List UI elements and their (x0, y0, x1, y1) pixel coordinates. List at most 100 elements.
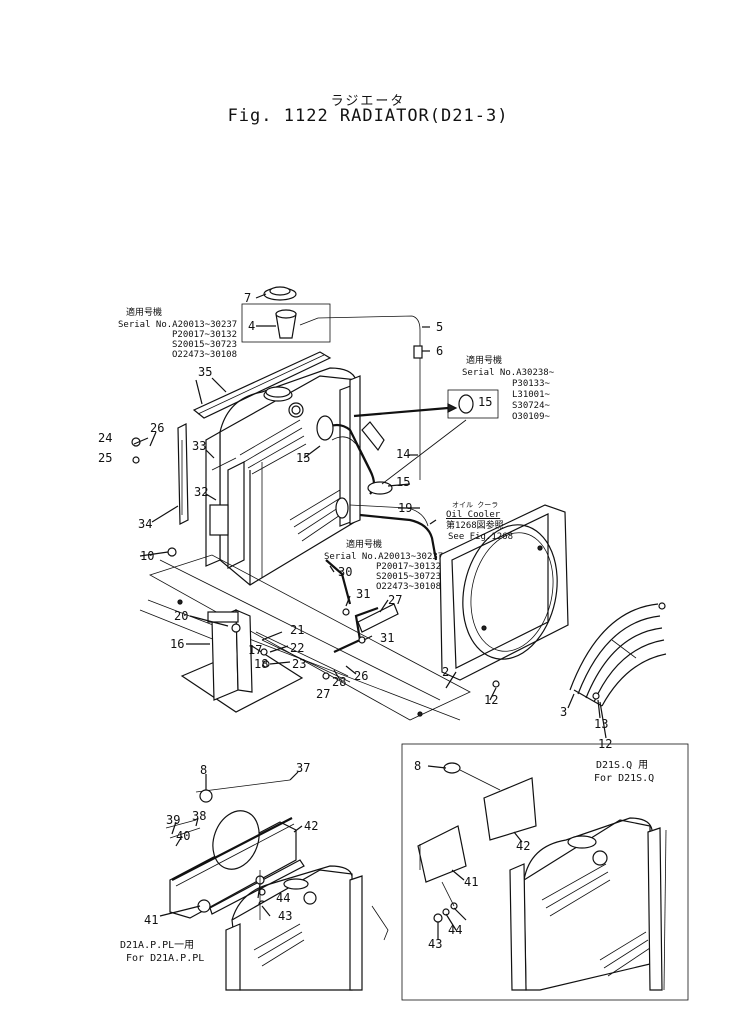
oil-cooler-label: Oil Cooler (446, 510, 501, 520)
fan-shroud (439, 504, 569, 681)
bolt-9 (492, 680, 500, 688)
serial-block-b-line-4: S30724~ (512, 401, 550, 411)
part-number-callout: 38 (192, 809, 207, 823)
inset-right-caption-2: For D21S.Q (594, 773, 655, 784)
fan-guard (569, 602, 667, 707)
oil-cooler-ref-jp: 第1268図参照 (446, 521, 504, 531)
part-number-callout: 18 (254, 657, 269, 671)
part-number-callout: 34 (138, 517, 153, 531)
part-number-callout: 26 (354, 669, 369, 683)
bolt-13 (592, 692, 600, 700)
inset-right-caption-1: D21S.Q 用 (596, 760, 649, 771)
inset-right-illustration (417, 762, 667, 991)
part-number-callout: 20 (174, 609, 189, 623)
serial-block-c-line-4: O22473~30108 (376, 582, 442, 592)
part-number-callout: 7 (244, 291, 252, 305)
part-number-callout: 19 (398, 501, 413, 515)
part-number-callout: 12 (598, 737, 613, 751)
part-number-callout: 41 (144, 913, 159, 927)
part-number-callout: 28 (332, 675, 347, 689)
page-title: Fig. 1122 RADIATOR(D21-3) (227, 106, 509, 126)
part-number-callout: 15 (296, 451, 311, 465)
serial-block-c-line-3: S20015~30723 (376, 572, 442, 582)
part-number-callout: 43 (278, 909, 293, 923)
part-number-callout: 32 (194, 485, 209, 499)
washer-17 (260, 648, 268, 656)
part-number-callout: 42 (516, 839, 531, 853)
inset-leader-lines (159, 765, 523, 940)
part-number-callout: 15 (478, 395, 493, 409)
nut-20 (231, 623, 241, 633)
part-number-callout: 33 (192, 439, 207, 453)
serial-block-a-line-3: S20015~30723 (172, 340, 238, 350)
washer-24 (132, 456, 140, 464)
serial-block-a-line-4: O22473~30108 (172, 350, 238, 360)
inset-left-illustration (165, 779, 389, 991)
part-number-callout: 3 (560, 705, 568, 719)
part-number-callout: 10 (140, 549, 155, 563)
part-number-callout: 8 (414, 759, 422, 773)
inset-left-caption-1: D21A.P.PL一用 (120, 940, 195, 951)
leader-lines (133, 293, 607, 739)
serial-block-a-heading: 適用号機 (126, 308, 163, 318)
serial-block-c-line-2: P20017~30132 (376, 562, 442, 572)
radiator-cap (263, 286, 297, 301)
filler-neck (275, 309, 297, 339)
part-number-callout: 6 (436, 344, 444, 358)
serial-block-a-line-1: Serial No.A20013~30237 (118, 320, 238, 330)
part-number-callout: 13 (594, 717, 609, 731)
part-number-callout: 23 (292, 657, 307, 671)
inset-right-border (401, 743, 689, 1001)
part-number-callout: 31 (380, 631, 395, 645)
part-number-callout: 17 (248, 643, 263, 657)
part-number-callout: 39 (166, 813, 181, 827)
part-number-callout: 16 (170, 637, 185, 651)
inset-left-caption-2: For D21A.P.PL (126, 953, 205, 964)
oil-cooler-jp-small: オイル クーラ (452, 501, 499, 509)
part-number-callout: 12 (484, 693, 499, 707)
part-number-callout: 44 (448, 923, 463, 937)
radiator-left-frame (205, 430, 245, 569)
mounting-bracket (180, 609, 304, 713)
part-number-callout: 31 (356, 587, 371, 601)
serial-block-c-line-1: Serial No.A20013~30237 (324, 552, 444, 562)
part-number-callout: 43 (428, 937, 443, 951)
title-japanese: ラジエータ (330, 94, 406, 109)
part-number-callout: 15 (396, 475, 411, 489)
serial-block-b-line-2: P30133~ (512, 379, 550, 389)
serial-block-b-line-1: Serial No.A30238~ (462, 368, 555, 378)
serial-block-b-line-3: L31001~ (512, 390, 550, 400)
radiator-right-frame (339, 375, 361, 527)
part-number-callout: 41 (464, 875, 479, 889)
part-number-callout: 35 (198, 365, 213, 379)
part-number-callout: 24 (98, 431, 113, 445)
part-number-callout: 30 (338, 565, 353, 579)
oil-cooler-ref-en: See Fig.1268 (448, 532, 514, 542)
part-number-callout: 5 (436, 320, 444, 334)
bolt-28 (322, 672, 330, 680)
part-number-callout: 21 (290, 623, 305, 637)
overflow-tube (299, 315, 423, 480)
part-number-callout: 27 (316, 687, 331, 701)
serial-block-b-line-5: O30109~ (512, 412, 550, 422)
part-number-callout: 8 (200, 763, 208, 777)
part-number-callout: 42 (304, 819, 319, 833)
washer-18 (262, 660, 270, 668)
part-number-callout: 2 (442, 665, 450, 679)
upper-water-pipe (316, 415, 393, 495)
part-number-callout: 26 (150, 421, 165, 435)
part-number-callout: 44 (276, 891, 291, 905)
side-bracket (177, 423, 189, 525)
part-number-callout: 40 (176, 829, 191, 843)
serial-block-c-heading: 適用号機 (346, 540, 383, 550)
bolt-10 (167, 547, 177, 557)
top-stay-bar (192, 351, 332, 419)
cap-callout-box (241, 303, 331, 343)
part-number-callout: 27 (388, 593, 403, 607)
part-number-callout: 14 (396, 447, 411, 461)
part-number-callout: 37 (296, 761, 311, 775)
serial-block-a-line-2: P20017~30132 (172, 330, 238, 340)
part-number-callout: 25 (98, 451, 113, 465)
